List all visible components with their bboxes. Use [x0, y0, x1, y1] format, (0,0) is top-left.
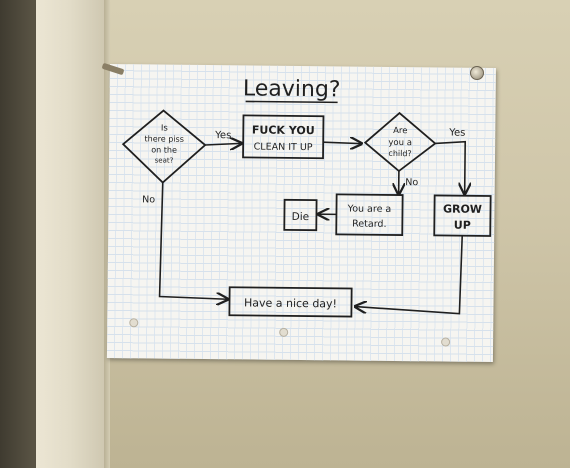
decision-child-line-2: you a: [388, 138, 412, 148]
flowchart-diagram: Leaving? Is there piss on the seat? Yes …: [121, 76, 492, 318]
title-underline: [245, 100, 338, 104]
box-clean-it-up: [242, 114, 325, 160]
arrow-yes-1: [205, 143, 241, 145]
box-retard: [335, 193, 404, 236]
decision-seat-line-4: seat?: [155, 156, 174, 164]
decision-child-line-1: Are: [393, 126, 407, 136]
label-no-1: No: [142, 194, 155, 205]
label-yes-2: Yes: [448, 128, 465, 139]
box-clean-line-2: CLEAN IT UP: [254, 142, 313, 154]
decision-child-line-3: child?: [388, 149, 411, 158]
box-grow-up-line-2: UP: [454, 219, 471, 232]
arrow-yes-2: [435, 140, 466, 193]
box-retard-line-1: You are a: [347, 203, 392, 214]
decision-seat-line-2: there piss: [144, 134, 183, 143]
arrow-clean-to-child: [323, 142, 361, 143]
decision-seat-line-3: on the: [151, 145, 177, 154]
box-end-label: Have a nice day!: [244, 296, 337, 310]
wall-screw: [470, 66, 484, 80]
box-have-a-nice-day: [228, 286, 353, 318]
box-grow-up-line-1: GROW: [443, 202, 482, 215]
door-edge: [104, 0, 110, 468]
box-die: [283, 198, 318, 232]
decision-seat-line-1: Is: [161, 124, 169, 134]
label-no-2: No: [405, 177, 418, 188]
arrow-grow-up-to-end: [355, 235, 464, 315]
label-yes-1: Yes: [214, 130, 231, 141]
flowchart-title: Leaving?: [243, 76, 341, 102]
arrow-no-1: [158, 182, 229, 300]
box-clean-line-1: FUCK YOU: [252, 123, 315, 137]
box-retard-line-2: Retard.: [352, 219, 386, 230]
box-die-label: Die: [292, 211, 310, 223]
wall-shadow: [0, 0, 38, 468]
door-frame: [36, 0, 104, 468]
flowchart-paper: Leaving? Is there piss on the seat? Yes …: [106, 64, 496, 363]
